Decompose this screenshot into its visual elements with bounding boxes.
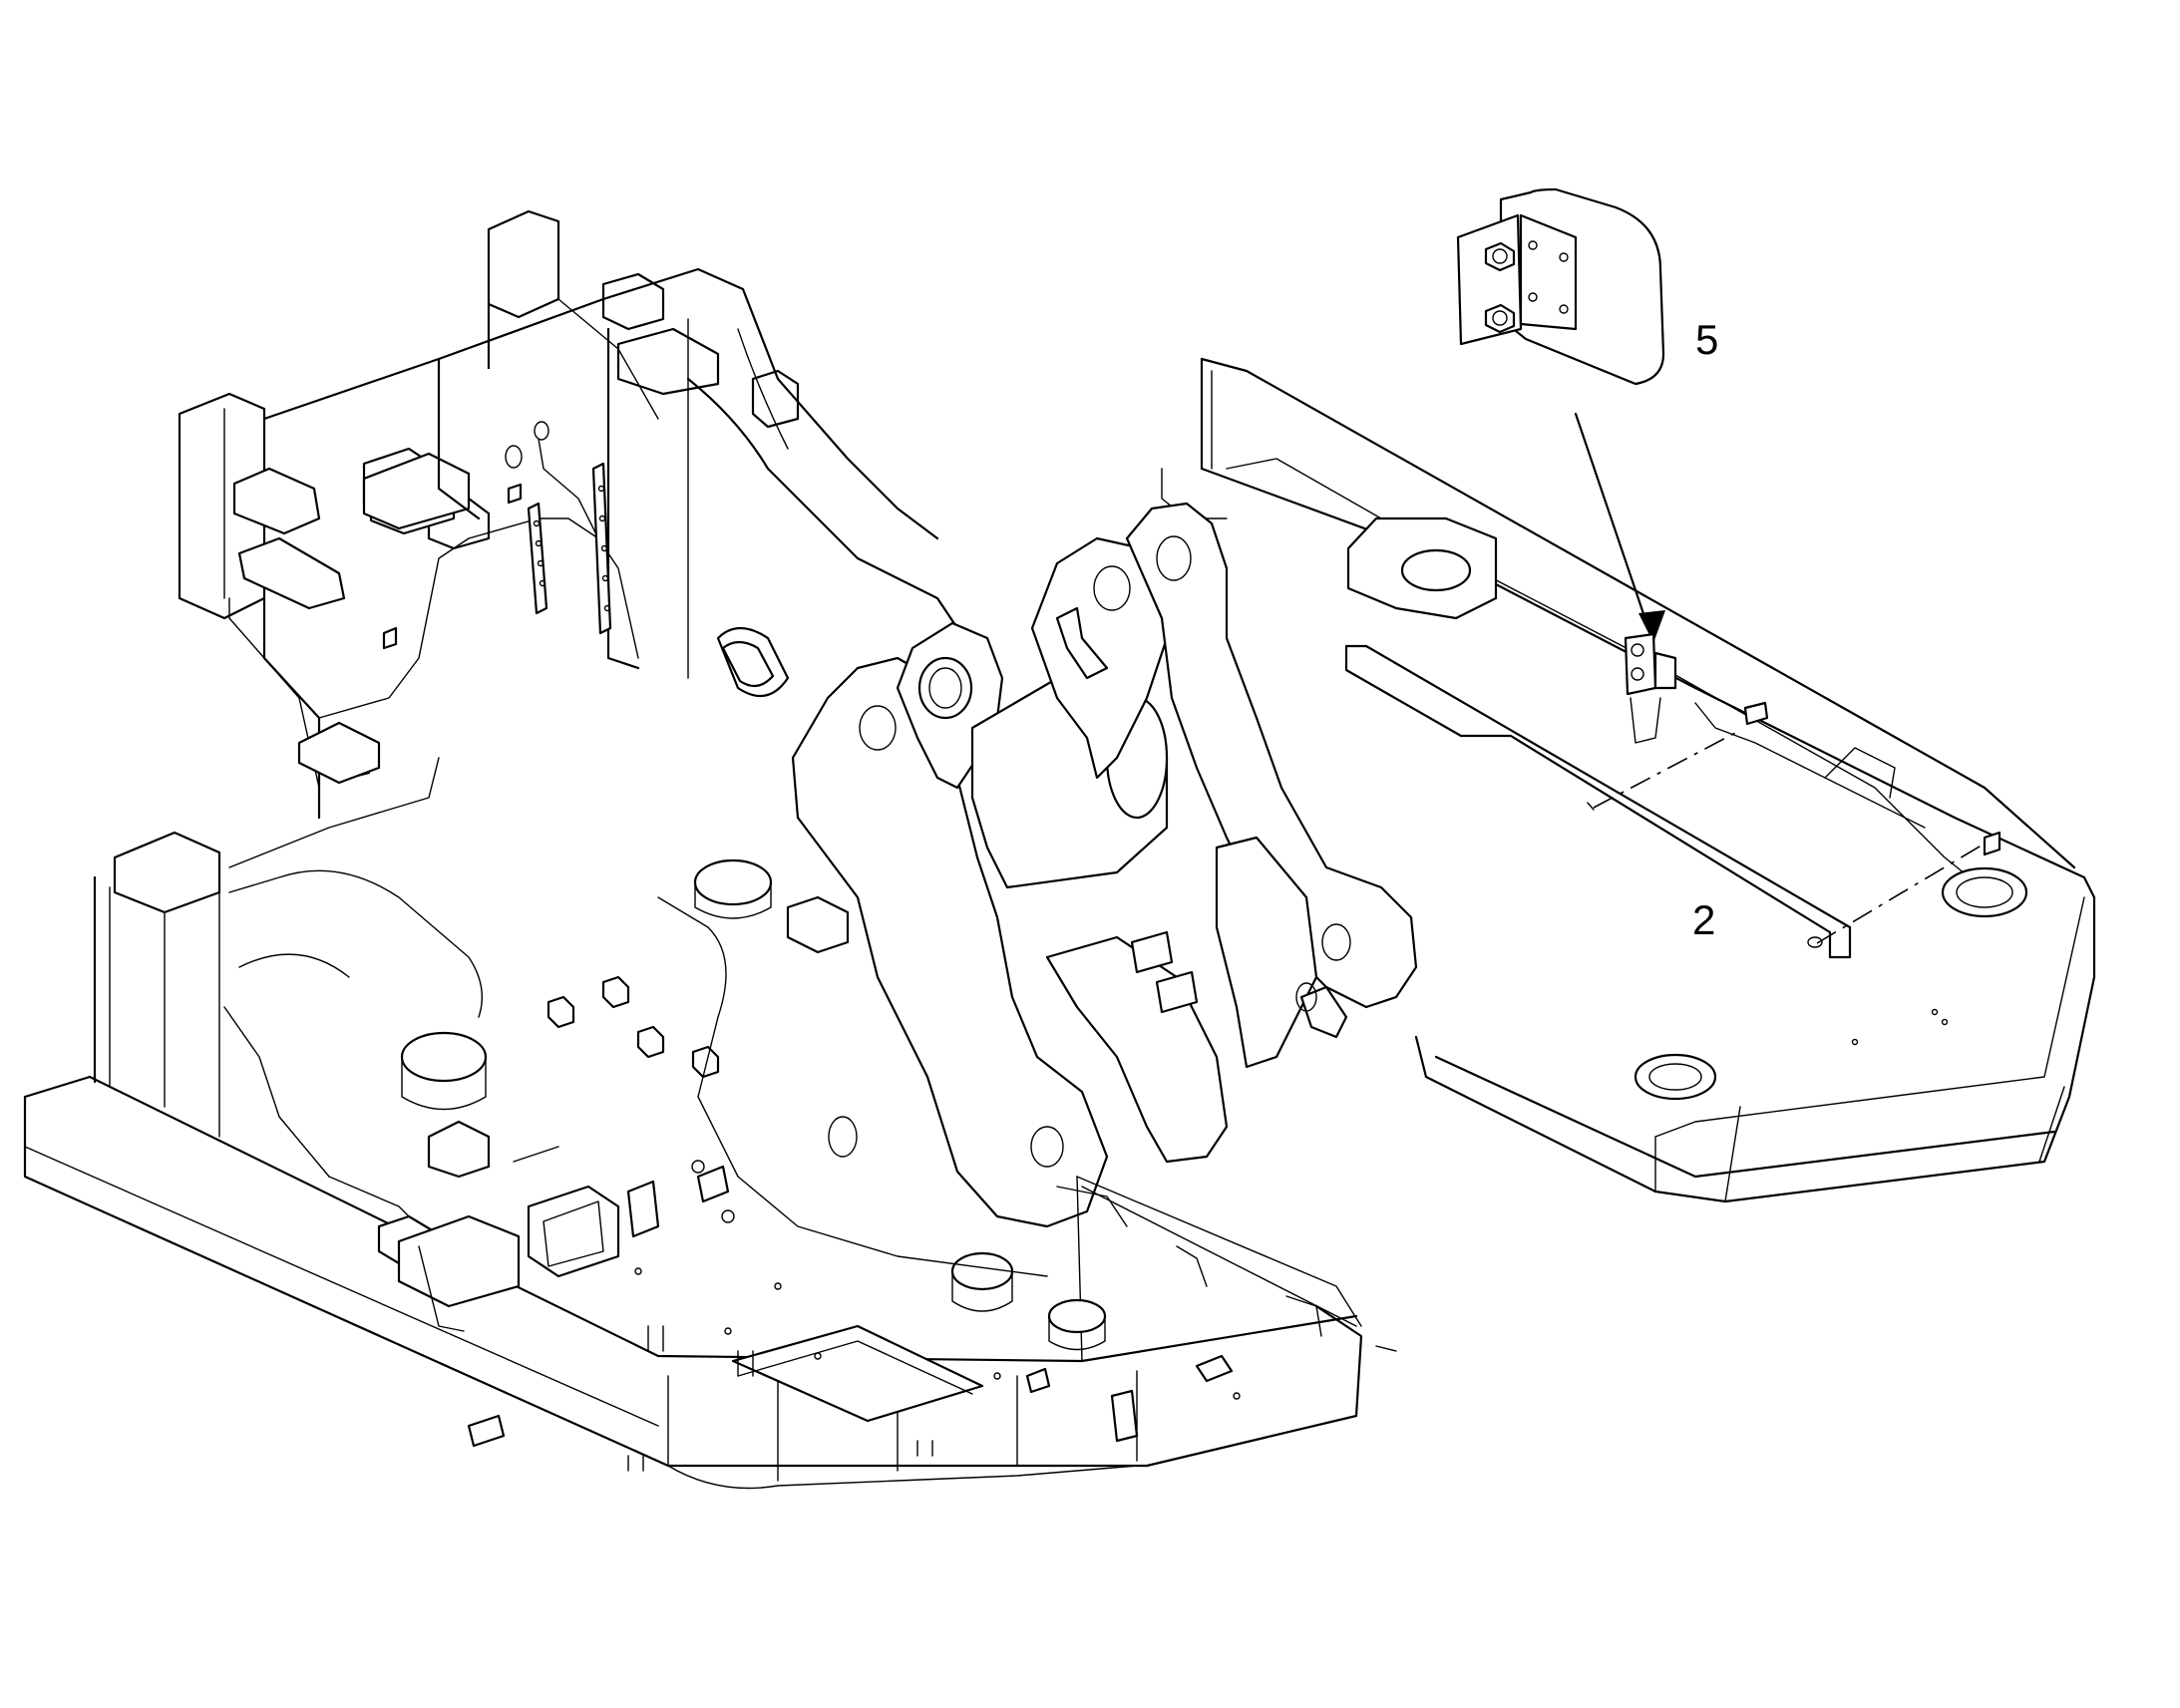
rear-counterweight-frame: [1161, 357, 2096, 1203]
boom-mount-brackets: [791, 502, 1418, 1228]
part-5-plate-detail: [1456, 187, 1665, 645]
part-2-bar: [1344, 644, 2001, 959]
lower-floor-pan: [23, 757, 1397, 1490]
callout-2: 2: [1692, 896, 1715, 943]
callout-label-2: 2: [1692, 896, 1715, 943]
callout-5: 5: [1695, 316, 1718, 363]
callout-label-5: 5: [1695, 316, 1718, 363]
part-5-plate-installed: [1624, 632, 1677, 744]
main-frame-upper-left: [178, 209, 959, 820]
